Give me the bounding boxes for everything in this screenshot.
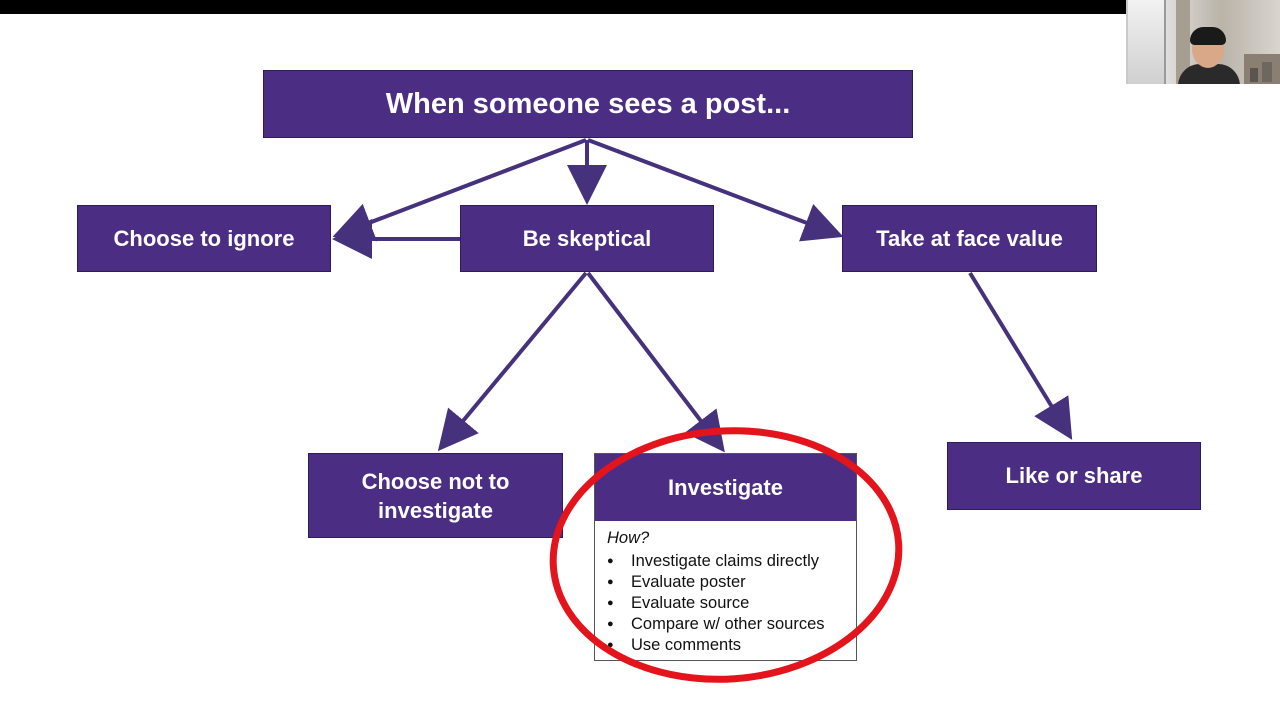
webcam-video-thumbnail (1126, 0, 1280, 84)
like-share-node-box: Like or share (947, 442, 1201, 510)
face-value-node-box: Take at face value (842, 205, 1097, 272)
face-value-node-label: Take at face value (876, 225, 1063, 251)
presenter-hair (1190, 27, 1226, 45)
arrow-skeptical-to-investigate (586, 271, 725, 453)
ignore-node-box: Choose to ignore (77, 205, 331, 272)
skeptical-node-label: Be skeptical (522, 225, 652, 251)
webcam-shelf-object (1250, 68, 1258, 82)
method-list-item: Investigate claims directly (607, 551, 856, 572)
investigate-node: Investigate How? Investigate claims dire… (594, 453, 857, 661)
presenter-body (1178, 64, 1240, 84)
investigate-node-details: How? Investigate claims directly Evaluat… (595, 521, 856, 656)
skeptical-node-box: Be skeptical (460, 205, 714, 272)
root-node-box: When someone sees a post... (263, 70, 913, 138)
top-black-bar (0, 0, 1280, 14)
arrow-face-value-to-like-share (968, 271, 1073, 440)
method-list-item: Compare w/ other sources (607, 614, 856, 635)
like-share-node-label: Like or share (1005, 463, 1143, 488)
not-investigate-node-box: Choose not to investigate (308, 453, 563, 538)
arrow-skeptical-to-not-investigate (437, 271, 588, 452)
method-list-item: Evaluate source (607, 593, 856, 614)
investigate-methods-list: Investigate claims directly Evaluate pos… (607, 551, 856, 656)
webcam-shelf-object (1262, 62, 1272, 82)
investigate-how-prompt: How? (607, 529, 650, 547)
not-investigate-label-line1: Choose not to (361, 468, 510, 494)
ignore-node-label: Choose to ignore (113, 225, 295, 251)
webcam-background-door (1176, 0, 1190, 84)
method-list-item: Evaluate poster (607, 572, 856, 593)
root-node-label: When someone sees a post... (385, 87, 791, 120)
not-investigate-label-line2: investigate (378, 497, 493, 523)
investigate-node-header: Investigate (595, 454, 856, 521)
method-list-item: Use comments (607, 635, 856, 656)
investigate-node-title: Investigate (668, 474, 783, 500)
webcam-background-window (1128, 0, 1166, 84)
